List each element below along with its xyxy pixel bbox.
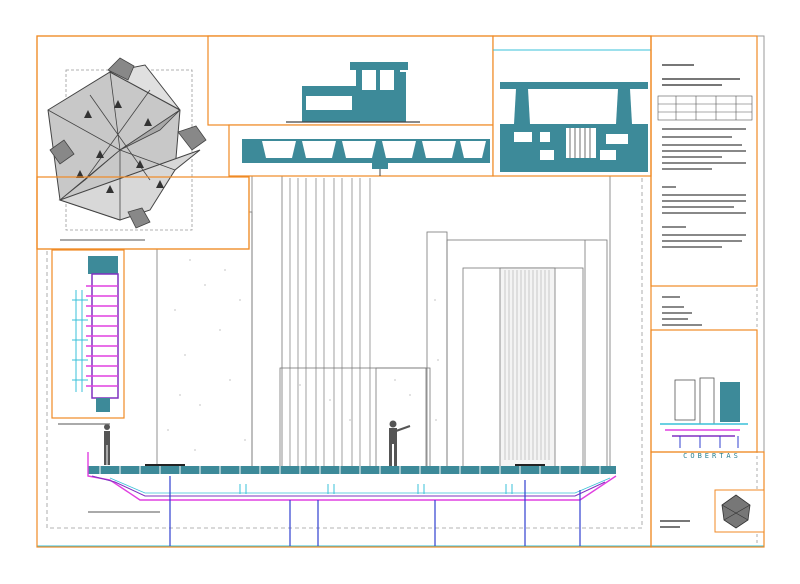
- vertical-hatch: [504, 270, 550, 460]
- notes-text-block: [650, 35, 758, 326]
- slab-section: [228, 124, 494, 177]
- section-heading: COBERTAS: [683, 452, 741, 460]
- top-elevation: [207, 35, 494, 129]
- title-block: [650, 451, 765, 548]
- scale-figure-left: [104, 424, 110, 465]
- column-lines: [289, 178, 371, 467]
- support-columns: [169, 476, 581, 546]
- scale-figure-pointing: [389, 420, 411, 466]
- bridge-elevation: [492, 35, 652, 177]
- tower-section: [51, 249, 125, 425]
- stipple-texture: [167, 239, 439, 451]
- roof-detail: [650, 329, 758, 453]
- main-elevation: [156, 169, 611, 469]
- deck-section: [87, 452, 617, 546]
- viewport-frames: [36, 35, 652, 548]
- data-table: [657, 95, 753, 121]
